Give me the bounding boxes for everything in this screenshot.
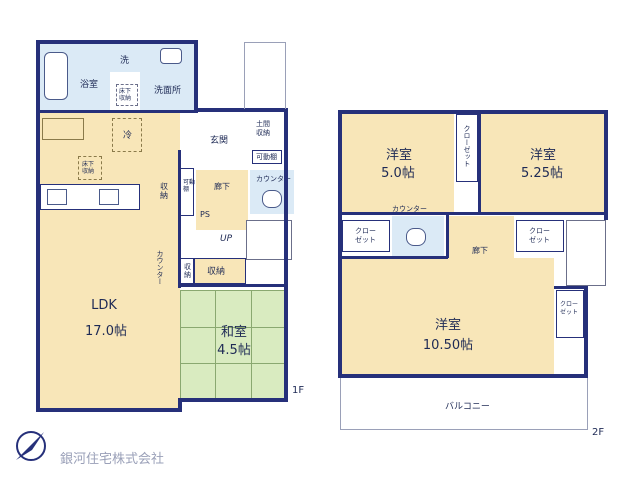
wall xyxy=(36,40,40,412)
closet-4: クロー ゼット xyxy=(556,290,584,338)
storage-3-label: 収納 xyxy=(207,267,226,277)
wall xyxy=(446,214,449,258)
wall xyxy=(36,40,198,44)
room-toilet-2f xyxy=(392,216,444,256)
entrance-label: 玄関 xyxy=(210,136,229,146)
ldk-size: 17.0帖 xyxy=(85,324,127,339)
west3-name: 洋室 xyxy=(434,318,461,333)
storage-2: 収 納 xyxy=(180,258,194,284)
wall xyxy=(36,408,182,412)
wall xyxy=(338,374,586,378)
compass-icon xyxy=(16,431,46,461)
west2-name: 洋室 xyxy=(529,148,556,163)
toilet-icon xyxy=(262,190,282,208)
wash-label: 洗 xyxy=(120,56,130,66)
bathtub-icon xyxy=(44,52,68,100)
wall xyxy=(284,110,288,402)
wall xyxy=(338,110,342,378)
washitsu-name: 和室 xyxy=(220,325,247,340)
hall-1f-label: 廊下 xyxy=(214,182,230,191)
storage-2-label: 収 納 xyxy=(184,263,191,279)
floor1-label: 1F xyxy=(292,385,305,396)
wall xyxy=(584,286,588,378)
floor2-label: 2F xyxy=(592,427,605,438)
room-washroom: 洗面所 xyxy=(140,42,196,112)
balcony-label: バルコニー xyxy=(445,402,490,412)
counter-vertical-label: カウンター xyxy=(156,250,164,285)
ps-label: PS xyxy=(200,210,210,219)
washroom-label: 洗面所 xyxy=(154,86,182,96)
wall xyxy=(178,398,182,412)
wall xyxy=(178,398,288,402)
doma-storage: 土間 収納 xyxy=(252,112,282,150)
movable-shelf-2: 可動棚 xyxy=(252,150,282,164)
fridge-space: 冷 xyxy=(112,118,142,152)
washitsu-size: 4.5帖 xyxy=(217,343,251,358)
room-west1: 洋室 5.0帖 xyxy=(340,112,454,212)
doma-label: 土間 収納 xyxy=(256,120,270,137)
wall xyxy=(178,284,288,287)
closet-2-label: クロー ゼット xyxy=(355,227,376,244)
wall xyxy=(478,110,481,214)
closet-3-label: クロー ゼット xyxy=(529,227,550,244)
ldk-name: LDK xyxy=(91,298,117,313)
room-wash: 洗 xyxy=(110,42,140,72)
closet-3: クロー ゼット xyxy=(516,220,564,252)
company-name: 銀河住宅株式会社 xyxy=(60,452,165,467)
room-entrance: 玄関 xyxy=(196,112,246,170)
counter-2f-label: カウンター xyxy=(392,205,427,213)
wall xyxy=(338,212,604,215)
west3-size: 10.50帖 xyxy=(422,338,474,353)
movable-shelf-1: 可動 棚 xyxy=(180,168,196,216)
balcony: バルコニー xyxy=(340,378,588,430)
sink-icon xyxy=(99,189,119,205)
wall xyxy=(194,108,288,112)
hall-2f-label: 廊下 xyxy=(472,246,488,255)
storage-3: 収納 xyxy=(194,258,246,284)
bath-label: 浴室 xyxy=(80,80,99,90)
closet-1-label: クローゼット xyxy=(463,125,471,167)
movable-shelf-2-label: 可動棚 xyxy=(256,153,277,161)
wall xyxy=(604,110,608,220)
room-hall-1f: 廊下 PS xyxy=(196,170,248,230)
storage-1: 収 納 xyxy=(156,172,180,212)
room-washitsu: 和室 4.5帖 xyxy=(180,290,287,401)
up-label: UP xyxy=(220,234,233,244)
underfloor-label-2: 床下 収納 xyxy=(82,161,95,175)
fridge-label: 冷 xyxy=(123,131,133,141)
room-bath: 浴室 xyxy=(38,42,110,112)
stairs-2f xyxy=(566,220,606,286)
underfloor-label-1: 床下 収納 xyxy=(119,88,132,102)
wall xyxy=(338,256,448,259)
west2-size: 5.25帖 xyxy=(521,166,563,181)
room-ldk: 冷 床下 収納 LDK 17.0帖 xyxy=(38,112,180,410)
toilet-icon xyxy=(406,228,426,246)
wall xyxy=(554,286,588,289)
sink-icon xyxy=(160,48,182,64)
underfloor-storage-3: 床下 収納 xyxy=(78,156,102,180)
wall xyxy=(36,110,198,113)
storage-1-label: 収 納 xyxy=(160,182,168,200)
underfloor-storage-2 xyxy=(42,118,84,140)
room-west3: 洋室 10.50帖 xyxy=(340,258,554,376)
west1-name: 洋室 xyxy=(385,148,412,163)
closet-1: クローゼット xyxy=(456,114,478,182)
wall xyxy=(178,150,181,288)
stove-icon xyxy=(47,189,67,205)
underfloor-storage-1: 床下 収納 xyxy=(116,84,138,106)
wall xyxy=(338,110,608,114)
porch xyxy=(244,42,286,109)
closet-2: クロー ゼット xyxy=(342,220,390,252)
closet-4-label: クロー ゼット xyxy=(560,301,579,316)
wall xyxy=(194,40,198,112)
kitchen-counter xyxy=(40,184,140,210)
west1-size: 5.0帖 xyxy=(381,166,415,181)
movable-shelf-1-label: 可動 棚 xyxy=(183,179,196,193)
counter-1f-label: カウンター xyxy=(256,175,291,183)
room-west2: 洋室 5.25帖 xyxy=(480,112,604,212)
